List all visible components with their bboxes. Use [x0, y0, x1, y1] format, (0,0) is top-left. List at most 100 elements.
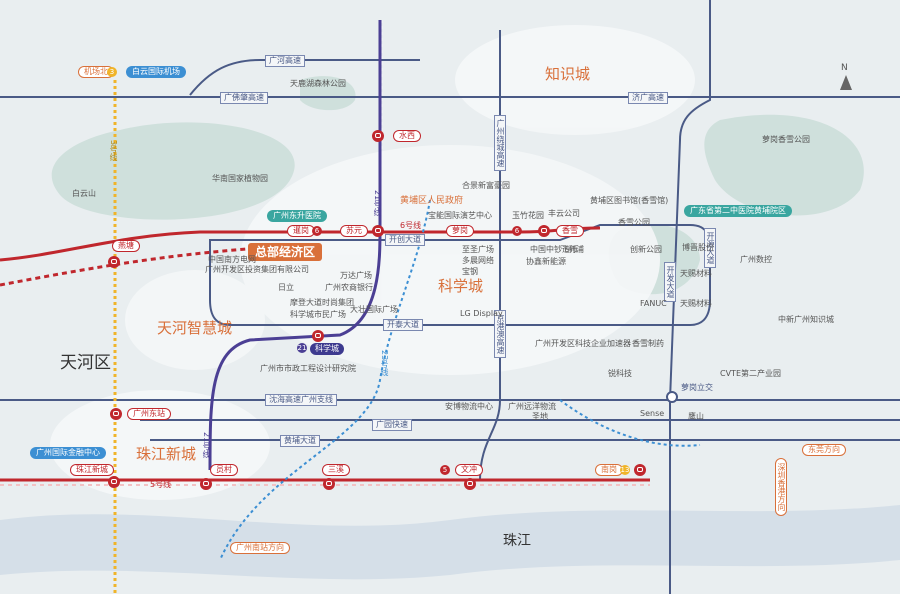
poi-hehui: 合景新富豪园	[462, 181, 510, 190]
metro-icon-xiangxue	[538, 225, 550, 237]
poi-tianbo: 天赐材料	[680, 269, 712, 278]
poi-guangzhou-prop: 广州远洋物流	[508, 402, 556, 411]
poi-fanuc: FANUC	[640, 299, 667, 308]
poi-fengyun: 丰云公司	[548, 209, 580, 218]
poi-lg-display: LG Display	[460, 309, 503, 318]
station-zhujiang-xincheng: 珠江新城	[70, 464, 114, 476]
road-guanghe	[189, 59, 420, 96]
poi-kexuechengke: 广州开发区科技企业加速器	[535, 339, 631, 348]
poi-guangzhou-blade: 锐科技	[608, 369, 632, 378]
metro-icon-nangang	[634, 464, 646, 476]
road-label-guangyuan: 广园快速	[372, 419, 412, 431]
road-label-shenhai: 沈海高速广州支线	[265, 394, 337, 406]
district-tianhe: 天河区	[60, 353, 111, 373]
line-3-label: 3号线	[109, 140, 118, 162]
district-tianhe-smart: 天河智慧城	[157, 319, 233, 337]
station-shuixi: 水西	[393, 130, 421, 142]
station-nangang: 南岗	[595, 464, 623, 476]
metro-icon-kexuecheng	[312, 330, 324, 342]
metro-icon-yantang	[108, 256, 120, 268]
station-guangzhou-ifc: 广州国际金融中心	[30, 447, 106, 459]
north-label: N	[841, 63, 848, 73]
road-kaiyuan	[669, 0, 711, 594]
line-5-label: 5号线	[150, 480, 172, 489]
poi-dev-group: 广州开发区投资集团有限公司	[205, 265, 309, 274]
bubble-science-city	[240, 145, 660, 375]
road-label-huangpu: 黄埔大道	[280, 435, 320, 447]
station-guangzhou-east: 广州东站	[127, 408, 171, 420]
line-23-label: 23号线	[380, 350, 389, 377]
poi-huangpu-gov: 黄埔区人民政府	[400, 196, 464, 206]
station-suyuan: 苏元	[340, 225, 368, 237]
poi-shengdi: 圣地	[532, 412, 548, 421]
poi-baoneng: 宝能国际演艺中心	[428, 211, 492, 220]
metro-line-21	[208, 20, 382, 471]
metro-icon-guangzhou-east	[110, 408, 122, 420]
line-5-badge: 5	[440, 465, 450, 475]
station-changping: 暹岗	[287, 225, 315, 237]
poi-guangzhou-gangwan: 广州数控	[740, 255, 772, 264]
line-21-label-north: 21号线	[373, 190, 382, 217]
line-6-badge-a: 6	[312, 226, 322, 236]
poi-xiangxue-park: 香雪公园	[618, 218, 650, 227]
poi-wanda: 万达广场	[340, 271, 372, 280]
poi-yuzhu: 玉竹花园	[512, 211, 544, 220]
poi-zhicheng: 至圣广场	[462, 245, 494, 254]
north-arrow-icon	[840, 75, 852, 90]
poi-rili: 日立	[278, 283, 294, 292]
park-baiyun	[51, 122, 295, 220]
poi-baogang: 宝钢	[462, 267, 478, 276]
road-label-jingzhu: 京港澳高速	[494, 310, 506, 358]
poi-chuangxin-park: 创新公园	[630, 245, 662, 254]
metro-icon-zhujiang	[108, 476, 120, 488]
poi-yuanxing: 香雪制药	[632, 339, 664, 348]
poi-xiehe: 协鑫新能源	[526, 257, 566, 266]
poi-huangpu-library: 黄埔区图书馆(香雪馆)	[590, 196, 669, 205]
station-baiyun-airport: 白云国际机场	[126, 66, 186, 78]
road-label-jiguang: 济广高速	[628, 92, 668, 104]
line-6-badge-b: 6	[512, 226, 522, 236]
poi-huaguang: 华南国家植物园	[212, 174, 268, 183]
luogang-junction-marker	[666, 391, 678, 403]
poi-huangpu-hospital: 广东省第二中医院黄埔院区	[684, 205, 792, 217]
poi-haishan: 鹰山	[688, 412, 704, 421]
metro-line-6-ext	[0, 246, 261, 287]
road-label-kaiyuan: 开源大道	[704, 228, 716, 268]
road-label-kaichuang: 开创大道	[385, 234, 425, 246]
shenzhen-hk-direction: 深圳香港方向	[775, 458, 787, 516]
line-3-badge-north: 3	[107, 67, 117, 77]
road-kaichuang-loop	[209, 224, 711, 326]
poi-anbo: 安博物流中心	[445, 402, 493, 411]
poi-mozhou: 摩登大道时尚集团	[290, 298, 354, 307]
park-tianlu	[300, 76, 356, 111]
metro-line-23	[219, 199, 431, 561]
metro-line-planned	[559, 399, 701, 447]
poi-luogang-park: 萝岗香雪公园	[762, 135, 810, 144]
station-kexuecheng: 科学城	[310, 343, 344, 355]
park-luogang	[704, 114, 864, 216]
district-zhujiang-new-town: 珠江新城	[136, 445, 197, 463]
luogang-junction-label: 萝岗立交	[681, 383, 713, 392]
poi-baiyun-mountain: 白云山	[72, 189, 96, 198]
dongguan-direction: 东莞方向	[802, 444, 846, 456]
zhujiang-river	[0, 505, 900, 580]
poi-nongshang: 广州农商银行	[325, 283, 373, 292]
line-6-label: 6号线	[400, 221, 422, 230]
poi-duochen: 多晨网络	[462, 256, 494, 265]
poi-tianbo-2: 天赐材料	[680, 299, 712, 308]
metro-icon-shuixi	[372, 130, 384, 142]
district-knowledge-city: 知识城	[545, 65, 591, 83]
poi-ccb: 中国南方电网	[208, 255, 256, 264]
poi-chinapay: 中国中钞造币	[530, 245, 578, 254]
metro-icon-yuancun	[200, 478, 212, 490]
station-guangzhou-east-sheng: 广州东升医院	[267, 210, 327, 222]
poi-cvte: CVTE第二产业园	[720, 369, 781, 378]
bubble-knowledge-city	[455, 25, 695, 135]
poi-tianlu-lake: 天鹿湖森林公园	[290, 79, 346, 88]
metro-icon-wenchong	[464, 478, 476, 490]
road-label-guangfo: 广佛肇高速	[220, 92, 268, 104]
poi-sense: Sense	[640, 409, 665, 418]
poi-dashi: 大壮国际广场	[350, 305, 398, 314]
